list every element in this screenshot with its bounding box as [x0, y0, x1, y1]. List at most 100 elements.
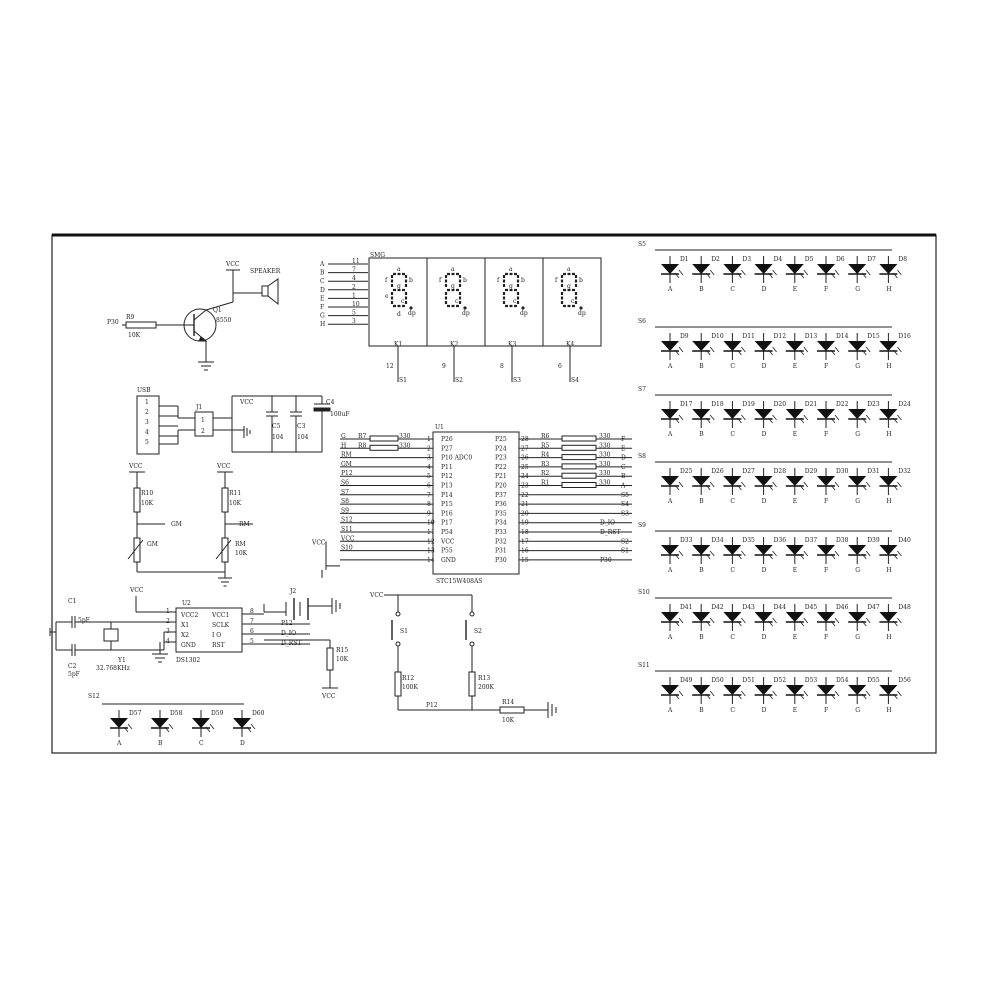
led-emission-arrow [861, 272, 867, 279]
smg-digit-2 [426, 257, 486, 347]
smg-digit-pin: 12 [386, 363, 394, 370]
led-row-label: S8 [638, 453, 646, 460]
r13-ref: R13 [478, 675, 490, 682]
led-emission-arrow [803, 690, 809, 697]
led-column-label: A [667, 363, 673, 370]
led-emission-arrow [834, 617, 840, 624]
led-emission-arrow [893, 693, 898, 700]
series-resistor-icon [561, 472, 597, 479]
led-emission-arrow [772, 269, 777, 276]
r15-resistor-icon [326, 647, 334, 671]
led-emission-arrow [772, 617, 777, 624]
u1-right-net-label: P30 [600, 557, 612, 564]
led-emission-arrow [678, 481, 684, 488]
led-emission-arrow [893, 272, 898, 279]
seg-label-b: b [463, 277, 467, 284]
led-icon [785, 612, 804, 622]
led-emission-arrow [674, 553, 680, 560]
led-ref: D42 [711, 604, 724, 611]
led-emission-arrow [737, 553, 742, 560]
led-column-label: B [699, 634, 704, 641]
led-column-label: C [730, 567, 735, 574]
c2-val: 5pF [68, 671, 80, 678]
series-resistor-icon [369, 444, 399, 451]
led-emission-arrow [768, 272, 773, 279]
led-icon [754, 264, 773, 274]
led-emission-arrow [897, 690, 902, 697]
led-emission-arrow [709, 414, 715, 421]
led-ref: D2 [711, 256, 720, 263]
led-emission-arrow [678, 690, 684, 697]
seg-label-f: f [385, 277, 388, 284]
led-ref: D15 [867, 333, 880, 340]
u1-right-resistor-ref: R3 [541, 461, 550, 468]
u1-right-resistor-val: 330 [599, 461, 611, 468]
led-emission-arrow [865, 481, 871, 488]
led-icon [817, 409, 835, 419]
seg-label-a: a [567, 266, 571, 273]
c5-ref: C5 [272, 423, 281, 430]
led-emission-arrow [737, 417, 742, 424]
led-emission-arrow [772, 550, 777, 557]
u1-left-pin-name: P26 [441, 436, 453, 443]
led-emission-arrow [772, 481, 777, 488]
led-emission-arrow [897, 617, 902, 624]
seg-label-dp: dp [408, 310, 416, 317]
led-column-label: B [699, 431, 704, 438]
usb-pin-number: 1 [145, 399, 149, 406]
pull-up-resistor-ref: R10 [141, 490, 153, 497]
speaker-vcc-label: VCC [225, 261, 240, 268]
led-column-label: B [699, 707, 704, 714]
led-ref: D1 [680, 256, 689, 263]
led-icon [785, 545, 804, 555]
led-ref: D30 [836, 468, 849, 475]
seg-label-c: c [571, 298, 575, 305]
led-emission-arrow [678, 617, 684, 624]
led-column-label: E [793, 707, 797, 714]
potentiometer-wiper-icon [215, 539, 232, 560]
led-emission-arrow [861, 693, 867, 700]
led-column-label: A [116, 740, 122, 747]
smg-digit-net: S4 [571, 377, 579, 384]
led-row-label: S6 [638, 318, 646, 325]
seg-label-a: a [451, 266, 455, 273]
led-ref: D23 [867, 401, 880, 408]
led-icon [723, 409, 742, 419]
led-emission-arrow [127, 723, 133, 730]
led-ref: D38 [836, 537, 849, 544]
led-emission-arrow [865, 550, 871, 557]
led-ref: D49 [680, 677, 693, 684]
u2-left-pin-name: X1 [181, 622, 189, 629]
led-icon [661, 264, 679, 274]
u2-left-pin-name: GND [181, 642, 196, 649]
u1-left-net-label: S8 [341, 498, 349, 505]
led-icon [692, 409, 711, 419]
s2-ref: S2 [474, 628, 482, 635]
led-column-label: C [199, 740, 204, 747]
usb-vcc-label: VCC [239, 399, 254, 406]
led-emission-arrow [678, 269, 684, 276]
u1-right-net-label: S4 [621, 501, 629, 508]
u1-right-net-label: C [621, 464, 626, 471]
led-ref: D17 [680, 401, 693, 408]
led-icon [879, 545, 898, 555]
led-emission-arrow [893, 620, 898, 627]
led-icon [723, 612, 742, 622]
smg-input-net-b: B [320, 270, 325, 277]
smg-input-net-g: G [320, 313, 325, 320]
u1-left-pin-name: P16 [441, 510, 453, 517]
led-column-label: H [886, 634, 891, 641]
led-emission-arrow [834, 690, 840, 697]
u1-left-net-label: S7 [341, 489, 349, 496]
r14-resistor-icon [499, 706, 525, 714]
seg-label-e: e [385, 293, 389, 300]
led-column-label: H [886, 363, 891, 370]
led-column-label: A [667, 634, 673, 641]
led-icon [692, 545, 711, 555]
u1-left-resistor-val: 330 [399, 442, 411, 449]
led-column-label: D [762, 498, 767, 505]
c1-ref: C1 [68, 598, 76, 605]
led-icon [785, 685, 804, 695]
u2-right-pin-name: I O [212, 632, 221, 639]
u1-right-resistor-val: 330 [599, 480, 611, 487]
